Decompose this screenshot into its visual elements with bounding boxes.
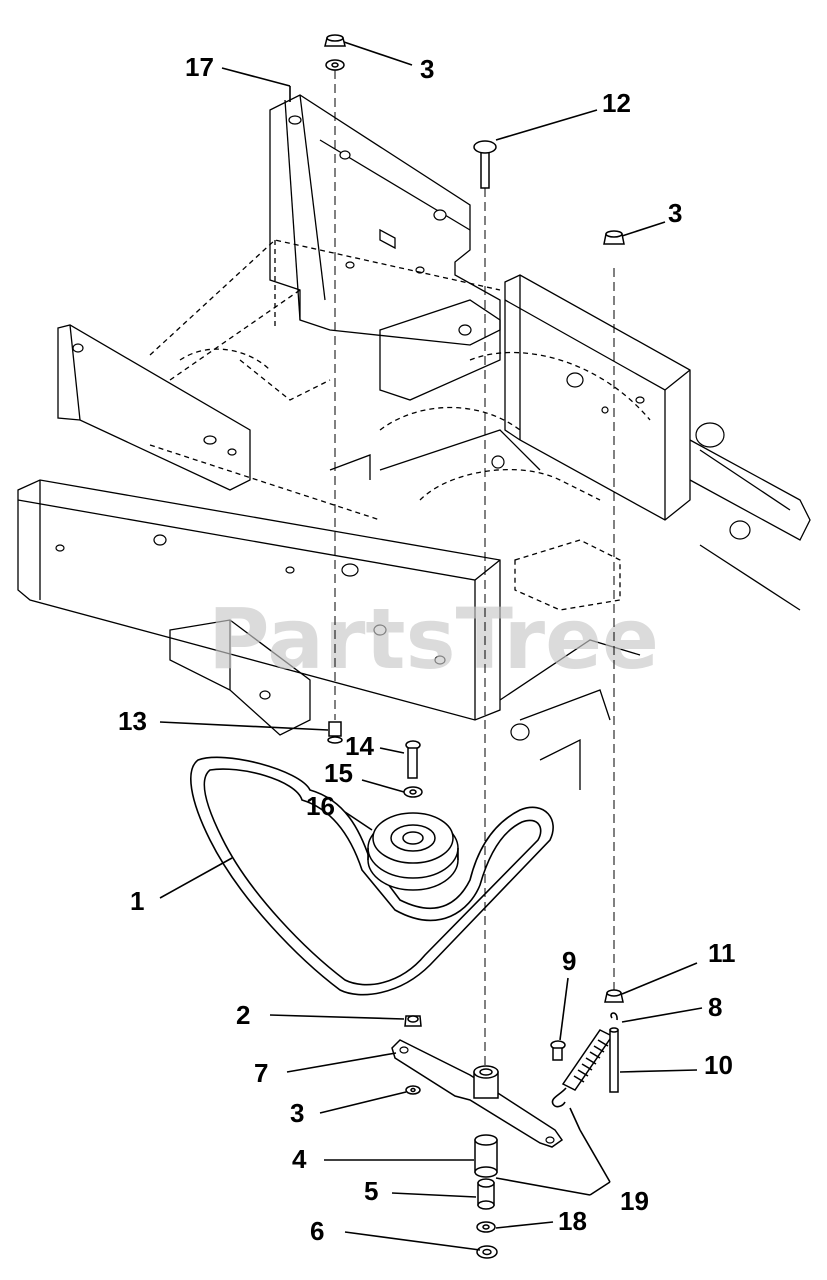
shoulder-bolt — [327, 721, 343, 744]
callout-9: 9 — [562, 946, 576, 976]
callout-18: 18 — [558, 1206, 587, 1236]
pivot-pin — [473, 140, 497, 189]
idler-arm — [391, 1039, 564, 1148]
tension-spring — [551, 1012, 618, 1108]
assembly-centerlines — [334, 70, 615, 1070]
arm-stud-nut — [405, 1085, 421, 1095]
top-nut — [324, 34, 346, 47]
spring-pin — [609, 1027, 619, 1093]
callout-17: 17 — [185, 52, 214, 82]
callout-1: 1 — [130, 886, 144, 916]
callout-7: 7 — [254, 1058, 268, 1088]
callout-2: 2 — [236, 1000, 250, 1030]
idler-pulley — [367, 812, 459, 891]
callout-labels: 17 3 12 3 13 14 15 16 1 9 11 8 2 10 7 3 … — [118, 52, 736, 1246]
right-nut — [603, 230, 625, 245]
callout-10: 10 — [704, 1050, 733, 1080]
callout-12: 12 — [602, 88, 631, 118]
spring-nut — [604, 989, 624, 1003]
bushing-upper — [474, 1134, 498, 1178]
arm-nut — [404, 1015, 422, 1027]
drive-belt — [190, 756, 554, 996]
watermark: PartsTree — [208, 590, 659, 688]
idler-washer — [403, 786, 423, 798]
callout-3-low: 3 — [290, 1098, 304, 1128]
top-washer — [325, 59, 345, 71]
callout-14: 14 — [345, 731, 374, 761]
flat-washer — [476, 1245, 498, 1259]
mower-frame — [17, 94, 811, 790]
thrust-washer — [476, 1221, 496, 1233]
callout-13: 13 — [118, 706, 147, 736]
callout-5: 5 — [364, 1176, 378, 1206]
spring-bolt — [550, 1040, 566, 1061]
leader-lines — [159, 41, 703, 1251]
callout-16: 16 — [306, 791, 335, 821]
callout-3-right: 3 — [668, 198, 682, 228]
idler-bolt — [405, 740, 421, 779]
callout-8: 8 — [708, 992, 722, 1022]
callout-19: 19 — [620, 1186, 649, 1216]
callout-15: 15 — [324, 758, 353, 788]
callout-6: 6 — [310, 1216, 324, 1246]
bushing-lower — [477, 1178, 495, 1210]
callout-3-top: 3 — [420, 54, 434, 84]
callout-11: 11 — [708, 938, 736, 968]
callout-4: 4 — [292, 1144, 307, 1174]
